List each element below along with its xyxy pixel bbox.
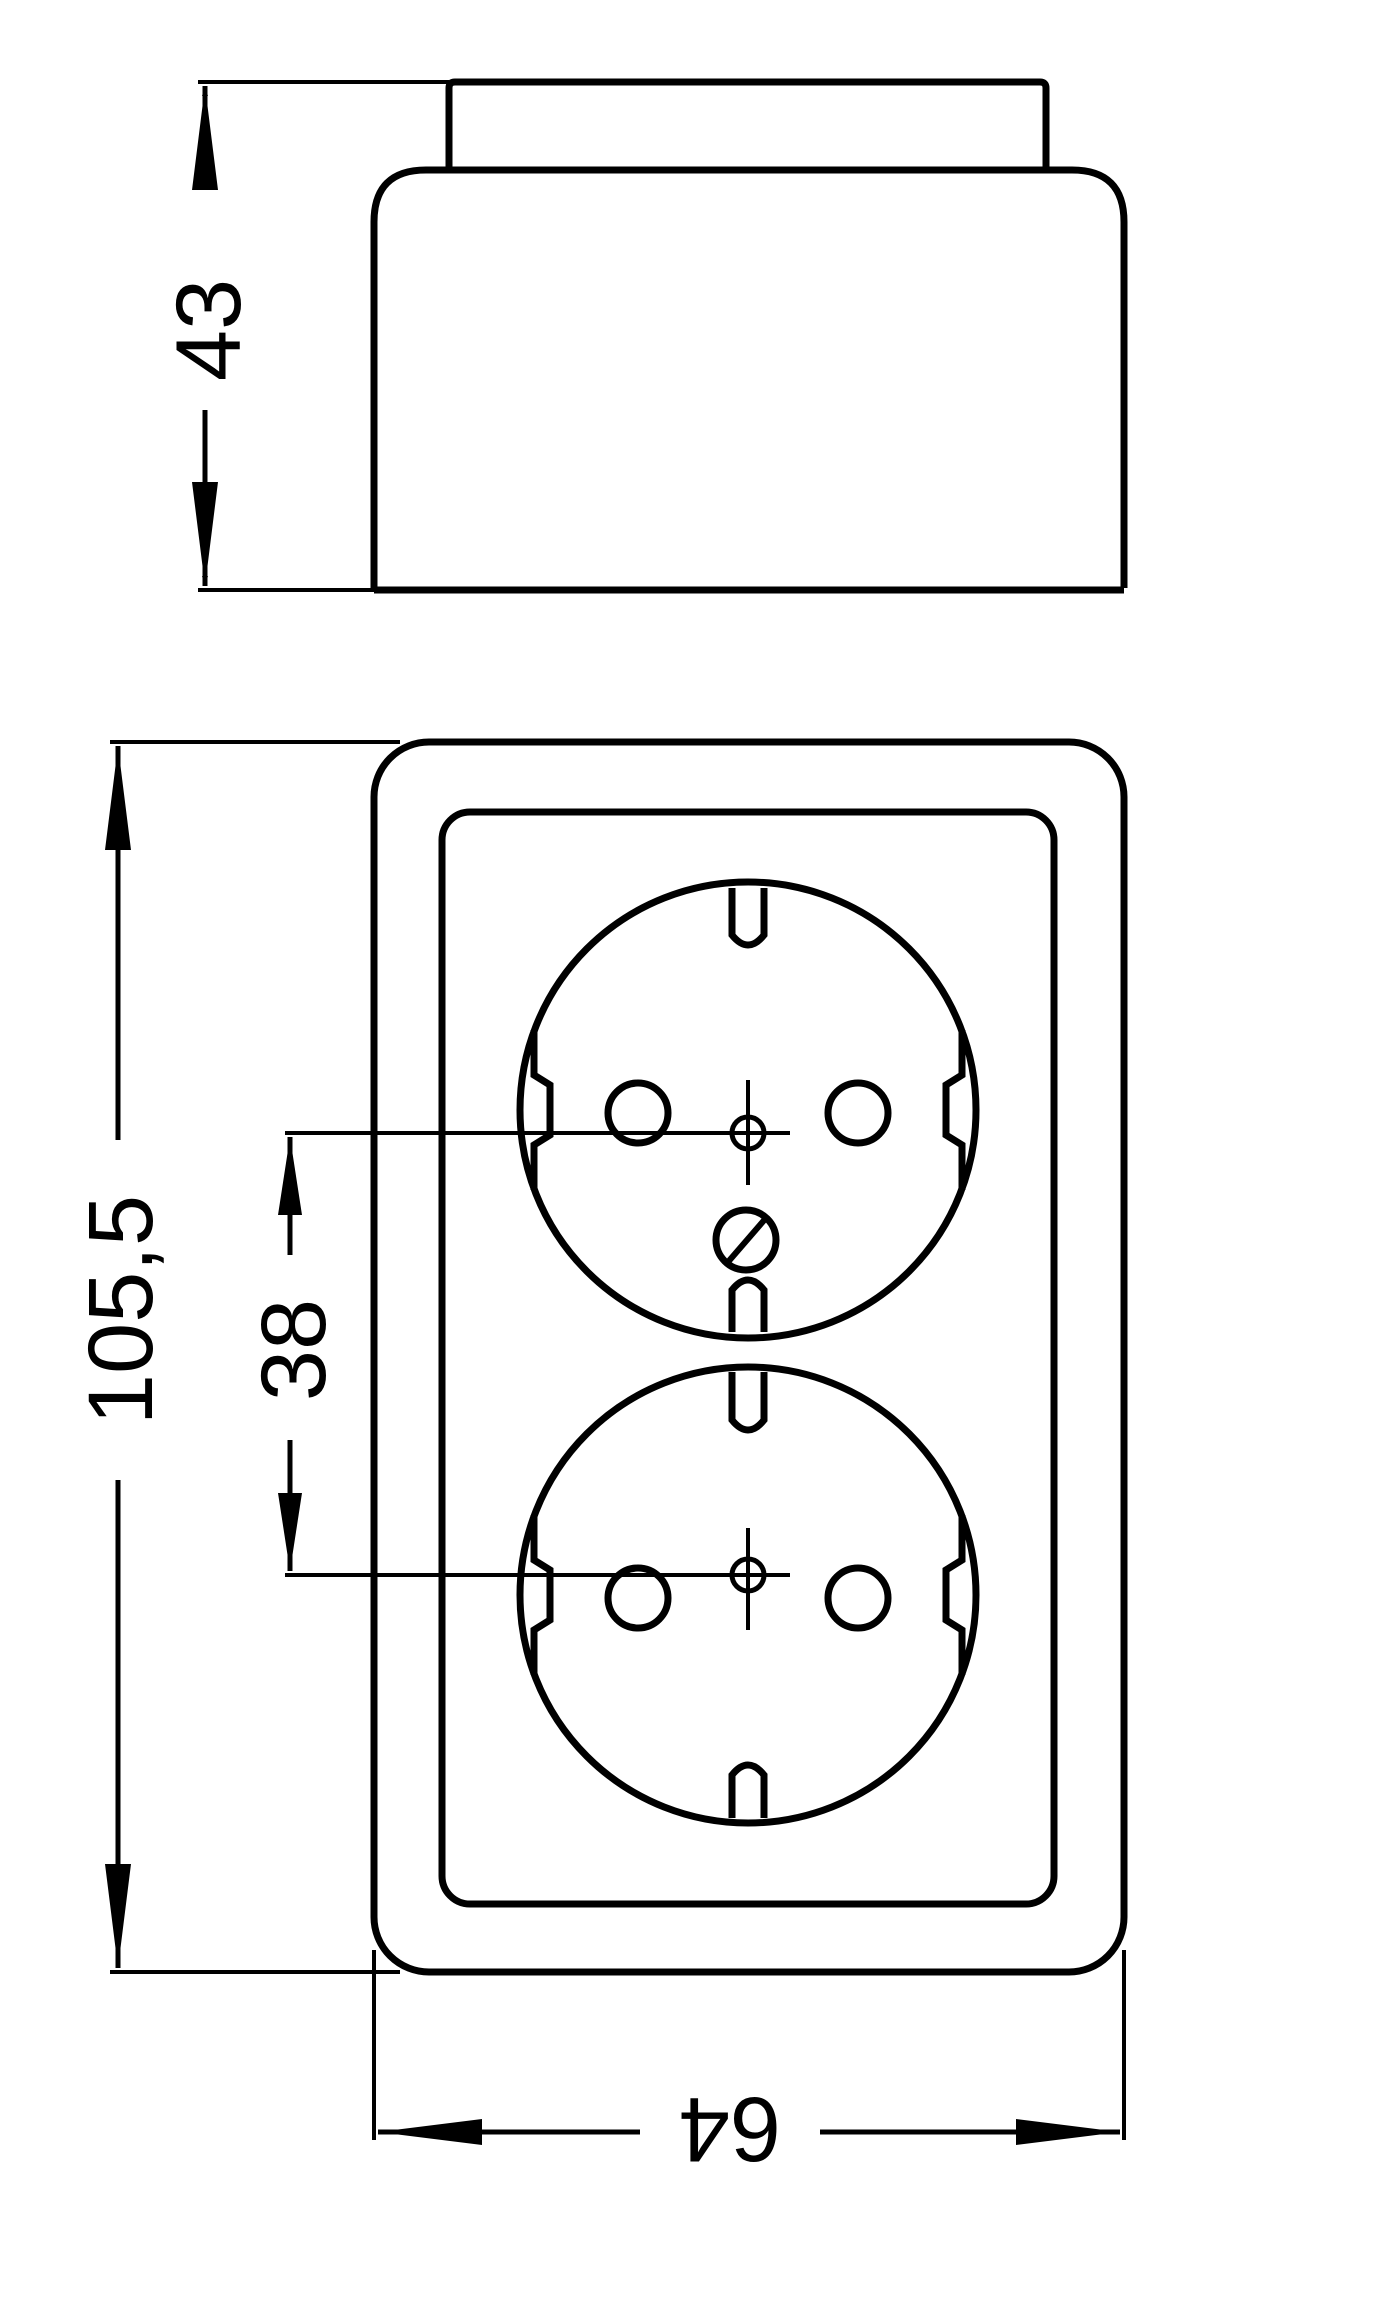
- dimension-label-socket-spacing: 38: [243, 1299, 345, 1401]
- front-view-inner-frame: [438, 808, 1058, 1908]
- socket-upper-earth-clip-top: [728, 888, 768, 949]
- socket-lower-earth-clip-top: [728, 1372, 768, 1434]
- socket-lower: [516, 1363, 980, 1827]
- dimension-socket-spacing: [278, 1131, 790, 1577]
- spacing-arrowhead-bottom: [278, 1493, 302, 1571]
- socket-lower-pin-hole-left: [604, 1564, 672, 1632]
- width-arrowhead-left: [378, 2119, 482, 2145]
- dimension-width: [372, 1950, 1126, 2145]
- socket-upper: [516, 878, 980, 1342]
- socket-upper-pin-hole-left: [604, 1079, 672, 1147]
- socket-lower-side-notch-right: [942, 1515, 966, 1675]
- socket-upper-earth-clip-bottom: [728, 1276, 768, 1332]
- socket-lower-earth-clip-bottom: [728, 1761, 768, 1818]
- front-view: [370, 738, 1128, 1976]
- front-view-outer-frame: [370, 738, 1128, 1976]
- front-arrowhead-bottom: [105, 1864, 131, 1968]
- fixing-screw-slot: [725, 1216, 769, 1264]
- side-view: [370, 78, 1128, 594]
- dimension-height-front: [105, 740, 400, 1974]
- socket-upper-rim: [516, 878, 980, 1342]
- front-arrowhead-top: [105, 746, 131, 850]
- side-view-body: [370, 166, 1128, 588]
- dimension-label-height-side: 43: [158, 279, 260, 381]
- fixing-screw-icon: [712, 1206, 780, 1274]
- socket-lower-rim: [516, 1363, 980, 1827]
- socket-lower-pin-hole-right: [824, 1564, 892, 1632]
- dimension-height-side: [192, 80, 449, 592]
- socket-upper-side-notch-left: [530, 1030, 554, 1190]
- side-view-top-cap: [445, 78, 1050, 168]
- arrowhead-bottom: [192, 482, 218, 586]
- dimension-label-width: 64: [679, 2078, 781, 2180]
- spacing-arrowhead-top: [278, 1137, 302, 1215]
- dimension-label-height-front: 105,5: [70, 1195, 172, 1425]
- arrowhead-top: [192, 86, 218, 190]
- socket-lower-side-notch-left: [530, 1515, 554, 1675]
- socket-upper-side-notch-right: [942, 1030, 966, 1190]
- socket-upper-pin-hole-right: [824, 1079, 892, 1147]
- width-arrowhead-right: [1016, 2119, 1120, 2145]
